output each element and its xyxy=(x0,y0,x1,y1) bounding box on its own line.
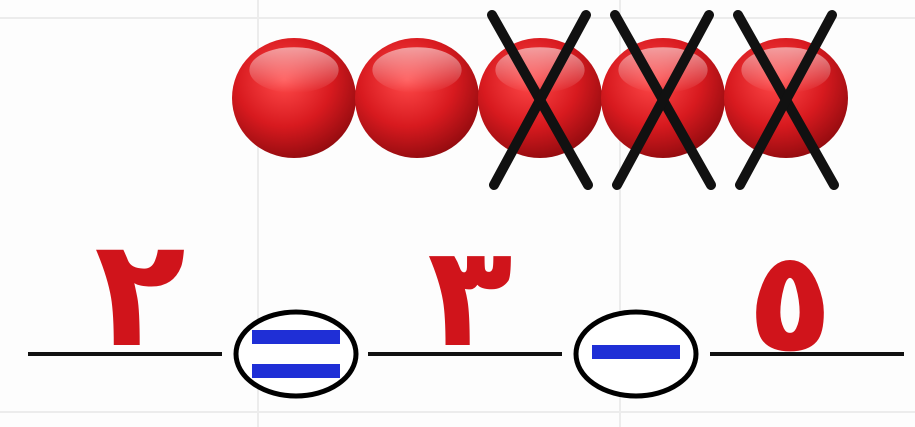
ball-highlight xyxy=(372,47,461,93)
minus-operator: − xyxy=(576,312,696,396)
minuend-numeral: ٥ xyxy=(747,221,832,384)
subtrahend-numeral: ٣ xyxy=(427,216,512,379)
equals-circle xyxy=(236,312,356,396)
equals-bar-bottom xyxy=(252,364,340,378)
result-numeral: ٢ xyxy=(94,207,186,381)
equals-bar-top xyxy=(252,330,340,344)
equals-operator: = xyxy=(236,312,356,396)
minus-bar xyxy=(592,345,680,359)
ball-highlight xyxy=(249,47,338,93)
counter-ball xyxy=(355,38,479,158)
equation-row: = − ٢ ٣ ٥ xyxy=(28,207,904,396)
counter-ball xyxy=(232,38,356,158)
counters-row xyxy=(232,15,848,185)
